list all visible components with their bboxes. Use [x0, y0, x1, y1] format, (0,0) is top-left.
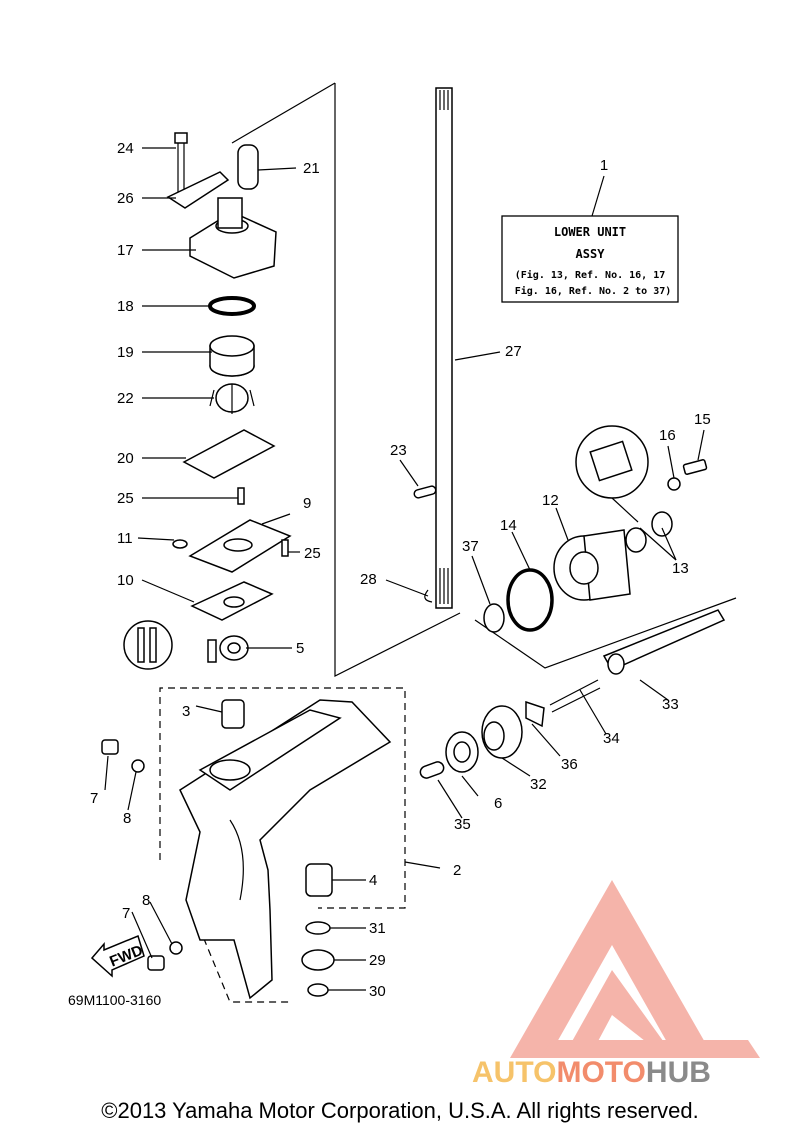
callout-21: 21 [303, 160, 320, 177]
pinion-parts [301, 863, 335, 997]
callout-6: 6 [494, 795, 502, 812]
callout-23: 23 [390, 442, 407, 459]
callout-19: 19 [117, 344, 134, 361]
callout-24: 24 [117, 140, 134, 157]
callout-31: 31 [369, 920, 386, 937]
kit-line1: (Fig. 13, Ref. No. 16, 17 [515, 269, 666, 281]
callout-22: 22 [117, 390, 134, 407]
callouts: 1 2 3 4 5 6 7 7 8 8 9 10 11 12 13 14 15 … [90, 140, 711, 1000]
callout-17: 17 [117, 242, 134, 259]
propshaft-parts [419, 609, 726, 779]
callout-36: 36 [561, 756, 578, 773]
callout-13: 13 [672, 560, 689, 577]
fwd-arrow: FWD [90, 934, 145, 978]
callout-37: 37 [462, 538, 479, 555]
callout-2: 2 [453, 862, 461, 879]
callout-1: 1 [600, 157, 608, 174]
brand-auto: AUTO [472, 1056, 557, 1089]
callout-18: 18 [117, 298, 134, 315]
callout-33: 33 [662, 696, 679, 713]
callout-34: 34 [603, 730, 620, 747]
callout-16: 16 [659, 427, 676, 444]
callout-7b: 7 [122, 905, 130, 922]
bearing-housing-parts [474, 425, 737, 669]
kit-subtitle: ASSY [576, 247, 606, 261]
callout-14: 14 [500, 517, 517, 534]
callout-8b: 8 [142, 892, 150, 909]
callout-35: 35 [454, 816, 471, 833]
callout-28: 28 [360, 571, 377, 588]
callout-25b: 25 [304, 545, 321, 562]
part-code: 69M1100-3160 [68, 992, 161, 1008]
lower-case-outline [159, 687, 441, 1003]
drive-shaft [435, 87, 453, 609]
oil-seal-inset [123, 620, 249, 670]
upper-assembly-outline [231, 82, 461, 677]
callout-10: 10 [117, 572, 134, 589]
watermark-brand: AUTOMOTOHUB [472, 1056, 711, 1090]
callout-12: 12 [542, 492, 559, 509]
fasteners [101, 739, 183, 971]
callout-9: 9 [303, 495, 311, 512]
callout-4: 4 [369, 872, 377, 889]
gearcase [179, 699, 392, 1000]
bushing-3 [221, 699, 245, 729]
leader-lines [104, 147, 705, 991]
pump-parts [166, 132, 292, 621]
callout-15: 15 [694, 411, 711, 428]
callout-25a: 25 [117, 490, 134, 507]
automotohub-logo [510, 880, 760, 1058]
brand-hub: HUB [645, 1056, 711, 1089]
callout-8a: 8 [123, 810, 131, 827]
copyright-notice: ©2013 Yamaha Motor Corporation, U.S.A. A… [101, 1098, 699, 1123]
shaft-pins [413, 485, 437, 603]
lower-unit-assy-box: LOWER UNIT ASSY (Fig. 13, Ref. No. 16, 1… [501, 175, 679, 303]
callout-29: 29 [369, 952, 386, 969]
callout-5: 5 [296, 640, 304, 657]
callout-20: 20 [117, 450, 134, 467]
callout-30: 30 [369, 983, 386, 1000]
callout-11: 11 [117, 530, 133, 547]
callout-7a: 7 [90, 790, 98, 807]
callout-27: 27 [505, 343, 522, 360]
brand-moto: MOTO [556, 1056, 646, 1089]
callout-3: 3 [182, 703, 190, 720]
callout-32: 32 [530, 776, 547, 793]
kit-title: LOWER UNIT [554, 225, 626, 239]
callout-26: 26 [117, 190, 134, 207]
kit-line2: Fig. 16, Ref. No. 2 to 37) [515, 285, 672, 297]
